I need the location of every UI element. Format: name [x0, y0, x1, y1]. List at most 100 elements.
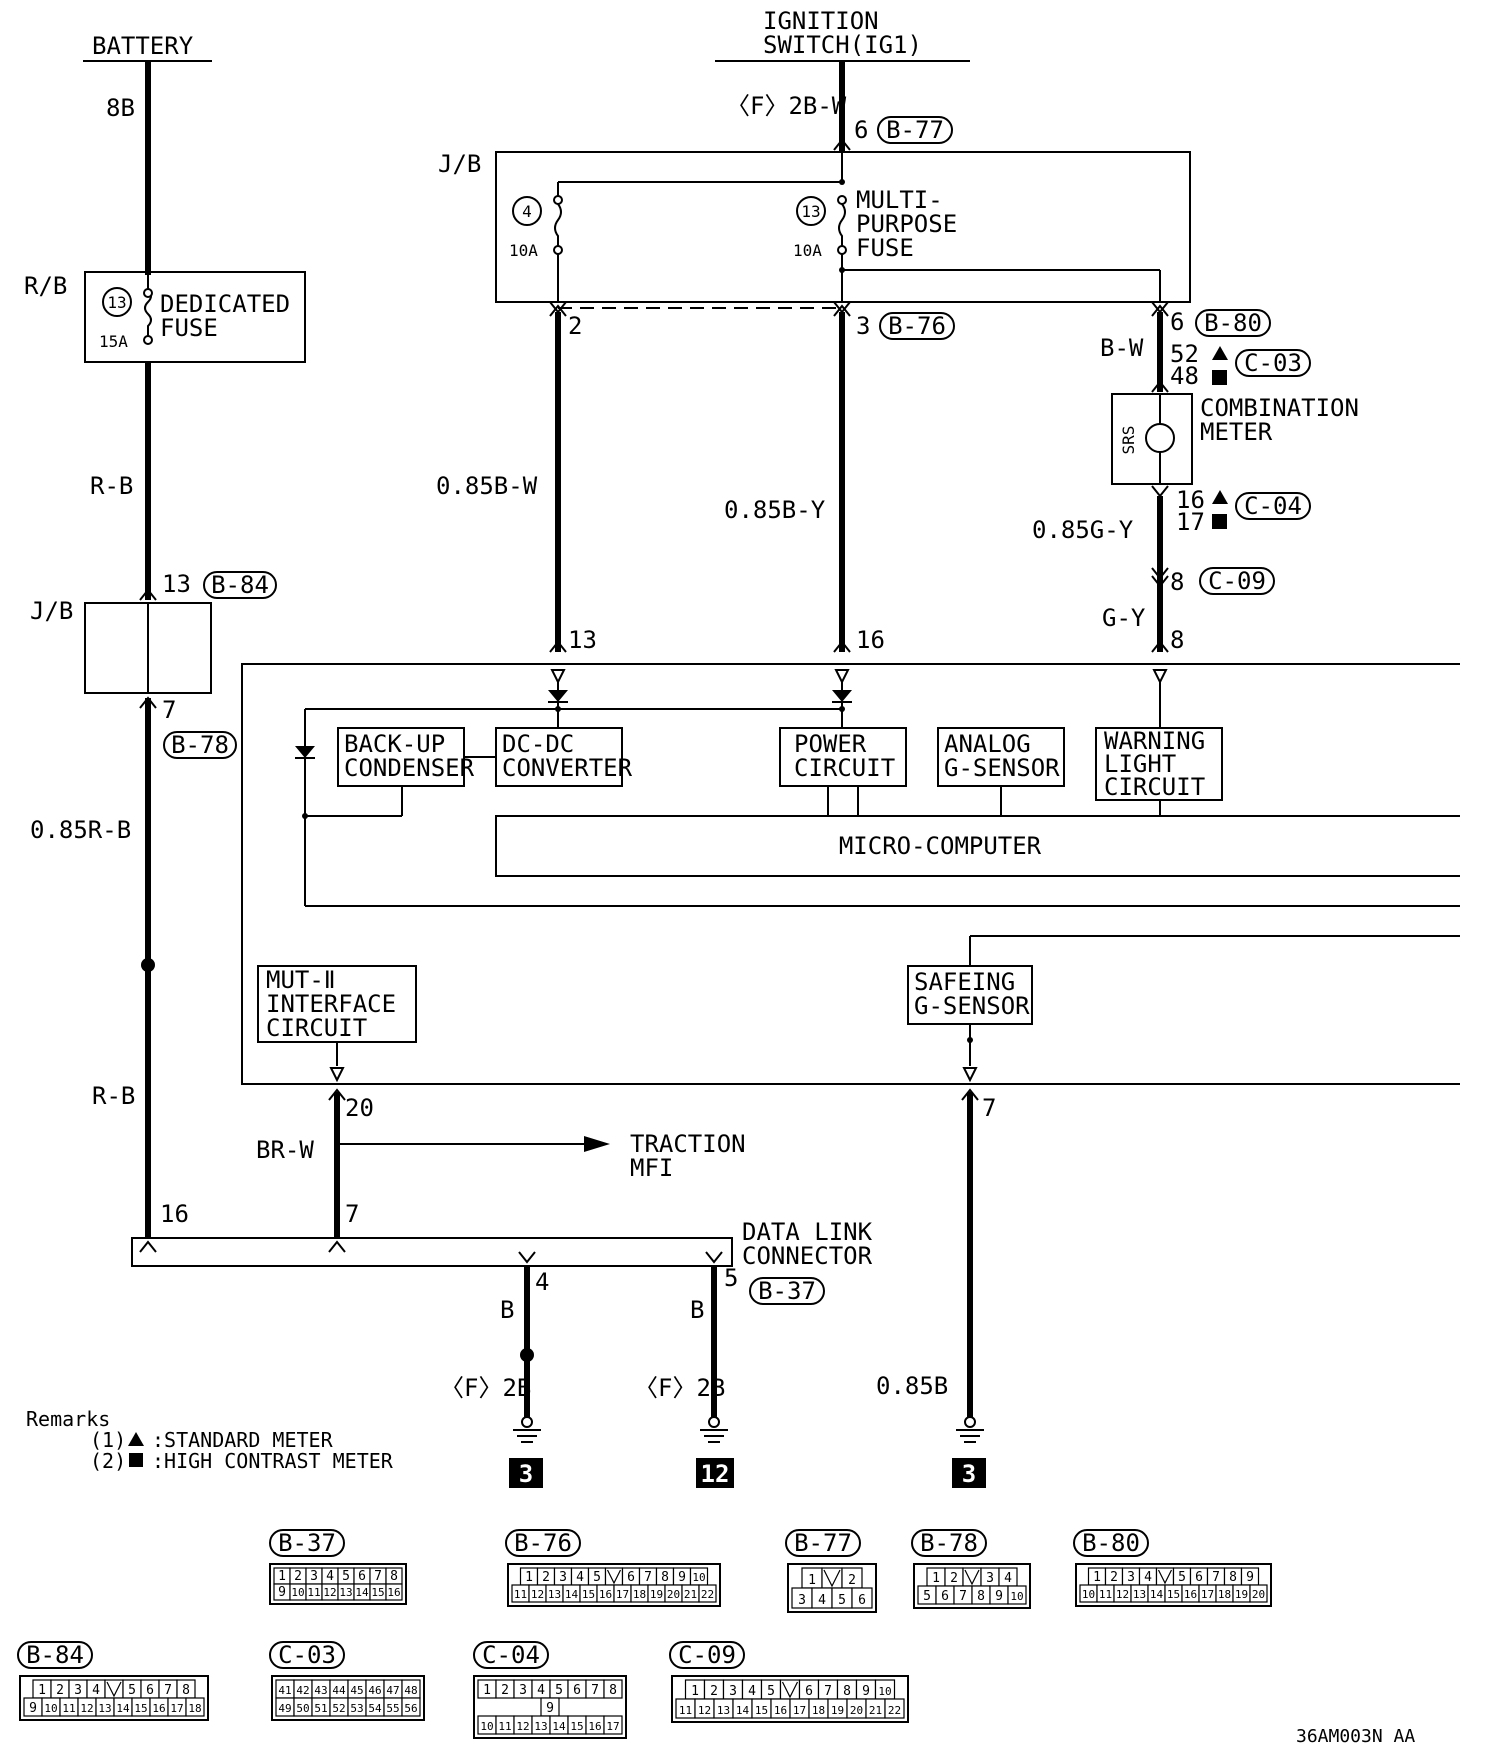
connector-pin: 5	[555, 1683, 563, 1698]
fuse13-label-3: FUSE	[856, 234, 914, 262]
connector-pin: 46	[368, 1684, 381, 1697]
connector-pin: 13	[548, 1588, 561, 1601]
fuse13-number: 13	[801, 202, 820, 221]
connector-pin: 2	[294, 1569, 302, 1584]
high-contrast-meter-marker	[1212, 514, 1227, 529]
connector-pin: 19	[1235, 1588, 1248, 1601]
connector-pin: 18	[1218, 1588, 1231, 1601]
connector-pin: 22	[888, 1704, 901, 1717]
connector-pin: 14	[355, 1586, 369, 1599]
connector-pin: 5	[838, 1593, 846, 1608]
connector-pin: 2	[1110, 1570, 1118, 1585]
connector-pin: 20	[667, 1588, 680, 1601]
connector-pin: 10	[44, 1702, 57, 1715]
figure-code: 36AM003N AA	[1296, 1726, 1415, 1747]
connector-pin: 17	[1201, 1588, 1214, 1601]
connector-pin: 3	[1127, 1570, 1135, 1585]
pin-16c-label: 16	[160, 1200, 189, 1228]
microcomputer-box	[495, 815, 1460, 877]
pin-48-label: 48	[1170, 362, 1199, 390]
wire-label-b-2: B	[690, 1296, 704, 1324]
connector-pin: 17	[170, 1702, 183, 1715]
remark-1-text: :STANDARD METER	[152, 1428, 334, 1452]
warning-light-label-2: LIGHT	[1104, 750, 1176, 778]
connector-pin: 15	[570, 1720, 583, 1733]
connector-pin: 18	[633, 1588, 646, 1601]
dedicated-fuse-amp: 15A	[99, 332, 128, 351]
connector-pin: 17	[616, 1588, 629, 1601]
connector-pin: 8	[390, 1569, 398, 1584]
connector-pin: 10	[1082, 1588, 1095, 1601]
connector-face-label: B-76	[514, 1529, 572, 1557]
rb-label: R/B	[24, 272, 67, 300]
connector-pin: 3	[559, 1570, 567, 1585]
connector-pin: 8	[182, 1683, 190, 1698]
wire-label-085gy: 0.85G-Y	[1032, 516, 1134, 544]
ignition-title-2: SWITCH(IG1)	[763, 31, 922, 59]
connector-arrow	[1151, 567, 1169, 580]
connector-b76-label: B-76	[888, 312, 946, 340]
data-link-connector-label-1: DATA LINK	[742, 1218, 873, 1246]
pin-6-label: 6	[854, 116, 868, 144]
connector-pin: 6	[358, 1569, 366, 1584]
wire-label-085rb: 0.85R-B	[30, 816, 131, 844]
ground-point-3a-label: 3	[519, 1460, 533, 1488]
fuse-terminal	[837, 195, 847, 205]
fuse-terminal	[143, 335, 153, 345]
connector-pin: 44	[332, 1684, 346, 1697]
connector-arrow	[1151, 575, 1169, 588]
connector-pin: 55	[386, 1702, 399, 1715]
backup-condenser-label-2: CONDENSER	[344, 754, 475, 782]
wire-label-rb-2: R-B	[92, 1082, 135, 1110]
connector-pin: 10	[692, 1571, 705, 1584]
connector-pin: 15	[371, 1586, 384, 1599]
fuse13-amp: 10A	[793, 241, 822, 260]
connector-pin: 5	[923, 1589, 931, 1604]
analog-g-sensor-label-2: G-SENSOR	[944, 754, 1060, 782]
connector-arrow	[139, 588, 157, 601]
fuse4-symbol	[554, 203, 562, 246]
connector-pin: 4	[1004, 1571, 1012, 1586]
pin-7c-label: 7	[345, 1200, 359, 1228]
connector-pin: 11	[514, 1588, 527, 1601]
dcdc-converter-box	[495, 727, 623, 787]
connector-pin: 8	[609, 1683, 617, 1698]
connector-pin: 16	[387, 1586, 400, 1599]
backup-condenser-label-1: BACK-UP	[344, 730, 445, 758]
connector-face-label: B-80	[1082, 1529, 1140, 1557]
connector-pin: 3	[74, 1683, 82, 1698]
connector-c03-badge	[1235, 349, 1311, 377]
connector-pin: 13	[717, 1704, 730, 1717]
connector-pin: 16	[599, 1588, 612, 1601]
connector-pin: 2	[950, 1571, 958, 1586]
connector-pin: 1	[1093, 1570, 1101, 1585]
connector-pin: 7	[644, 1570, 652, 1585]
pin-7b-label: 7	[982, 1094, 996, 1122]
connector-pin: 4	[92, 1683, 100, 1698]
connector-pin: 13	[1133, 1588, 1146, 1601]
fuse4-amp: 10A	[509, 241, 538, 260]
connector-pin: 12	[531, 1588, 544, 1601]
ground-point-3b-label: 3	[962, 1460, 976, 1488]
ground-point-3a-badge	[509, 1458, 543, 1488]
warning-light-label-1: WARNING	[1104, 727, 1205, 755]
traction-mfi-arrow	[584, 1136, 610, 1152]
connector-b37-label: B-37	[758, 1277, 816, 1305]
remark-2-number: (2)	[90, 1449, 126, 1473]
connector-pin: 18	[812, 1704, 825, 1717]
connector-pin: 6	[573, 1683, 581, 1698]
mut-interface-label-1: MUT-Ⅱ	[266, 966, 336, 994]
connector-pin: 19	[831, 1704, 844, 1717]
connector-pin: 10	[878, 1685, 891, 1698]
connector-pin: 17	[606, 1720, 619, 1733]
power-circuit-label-2: CIRCUIT	[794, 754, 895, 782]
dcdc-converter-label-1: DC-DC	[502, 730, 574, 758]
connector-pin: 7	[591, 1683, 599, 1698]
connector-pin: 1	[278, 1569, 286, 1584]
connector-pin: 9	[1246, 1570, 1254, 1585]
connector-b80-badge	[1195, 309, 1271, 337]
combination-meter-label-1: COMBINATION	[1200, 394, 1359, 422]
